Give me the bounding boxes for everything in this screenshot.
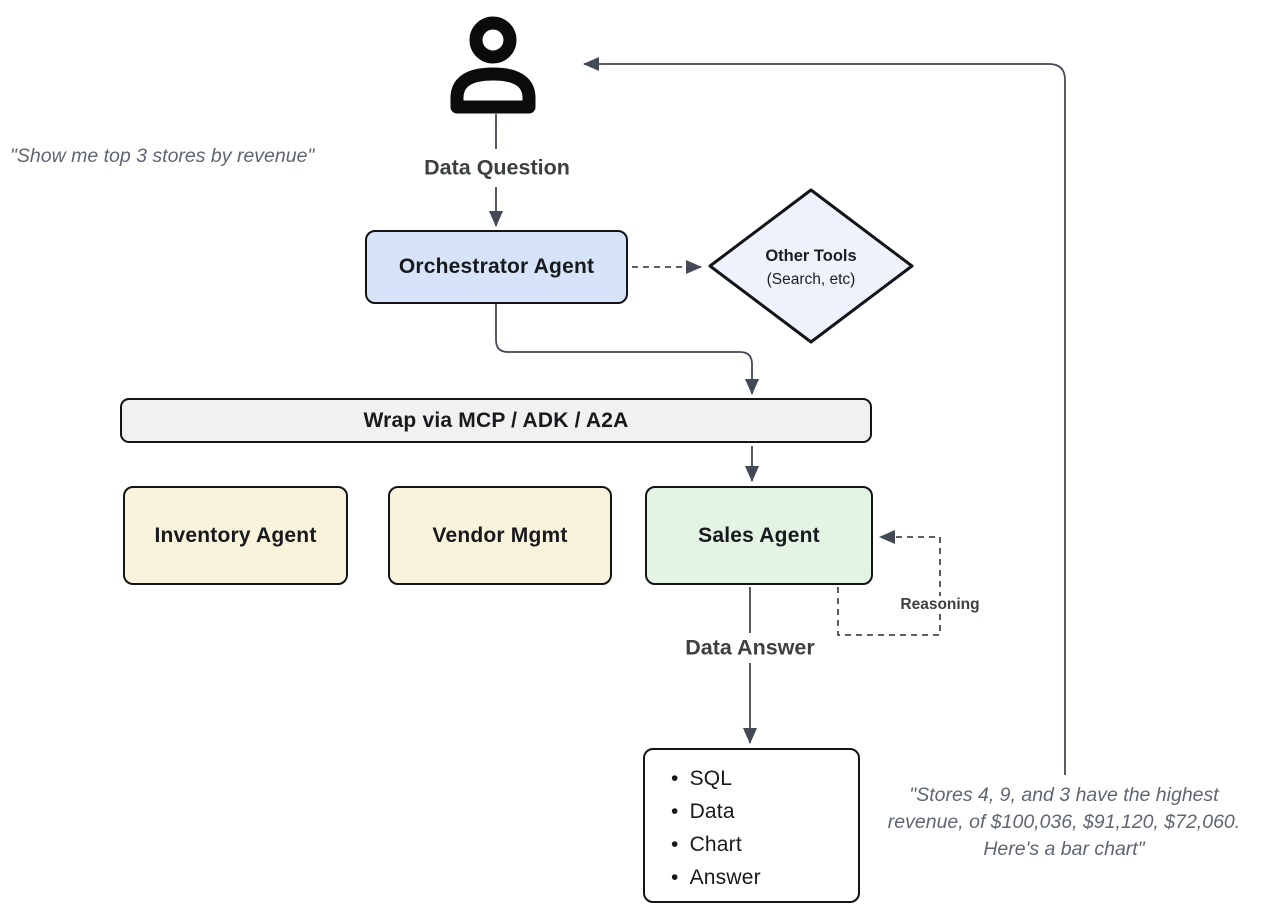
wrap-bar-node: Wrap via MCP / ADK / A2A (120, 398, 872, 443)
result-quote-line-1: "Stores 4, 9, and 3 have the highest (909, 784, 1219, 806)
other-tools-subtitle: (Search, etc) (766, 271, 856, 288)
vendor-mgmt-label: Vendor Mgmt (432, 523, 568, 547)
reasoning-loop-arrow (837, 530, 941, 636)
inventory-agent-label: Inventory Agent (154, 523, 317, 547)
output-item-sql: SQL (671, 762, 761, 795)
orchestrator-agent-label: Orchestrator Agent (398, 255, 595, 278)
answer-return-arrow (583, 57, 1066, 775)
output-item-data: Data (671, 795, 761, 828)
reasoning-label: Reasoning (894, 596, 986, 614)
data-question-label: Data Question (419, 155, 575, 181)
output-list: SQL Data Chart Answer (645, 750, 761, 894)
orchestrator-agent-node: Orchestrator Agent (365, 230, 628, 304)
result-quote-line-3: Here's a bar chart" (983, 838, 1145, 860)
sales-agent-label: Sales Agent (698, 523, 820, 547)
data-answer-label: Data Answer (680, 635, 820, 661)
inventory-agent-node: Inventory Agent (123, 486, 348, 585)
output-box-node: SQL Data Chart Answer (643, 748, 860, 903)
result-quote-line-2: revenue, of $100,036, $91,120, $72,060. (887, 811, 1241, 833)
other-tools-title: Other Tools (765, 247, 857, 265)
user-icon (450, 16, 536, 114)
orchestrator-to-wrap-arrow (495, 304, 759, 395)
output-item-answer: Answer (671, 861, 761, 894)
other-tools-label: Other Tools (Search, etc) (765, 245, 856, 291)
other-tools-diamond (708, 188, 914, 344)
vendor-mgmt-node: Vendor Mgmt (388, 486, 612, 585)
user-quote: "Show me top 3 stores by revenue" (10, 145, 315, 167)
result-quote: "Stores 4, 9, and 3 have the highest rev… (868, 782, 1260, 863)
output-item-chart: Chart (671, 828, 761, 861)
wrap-bar-label: Wrap via MCP / ADK / A2A (363, 408, 629, 432)
sales-agent-node: Sales Agent (645, 486, 873, 585)
